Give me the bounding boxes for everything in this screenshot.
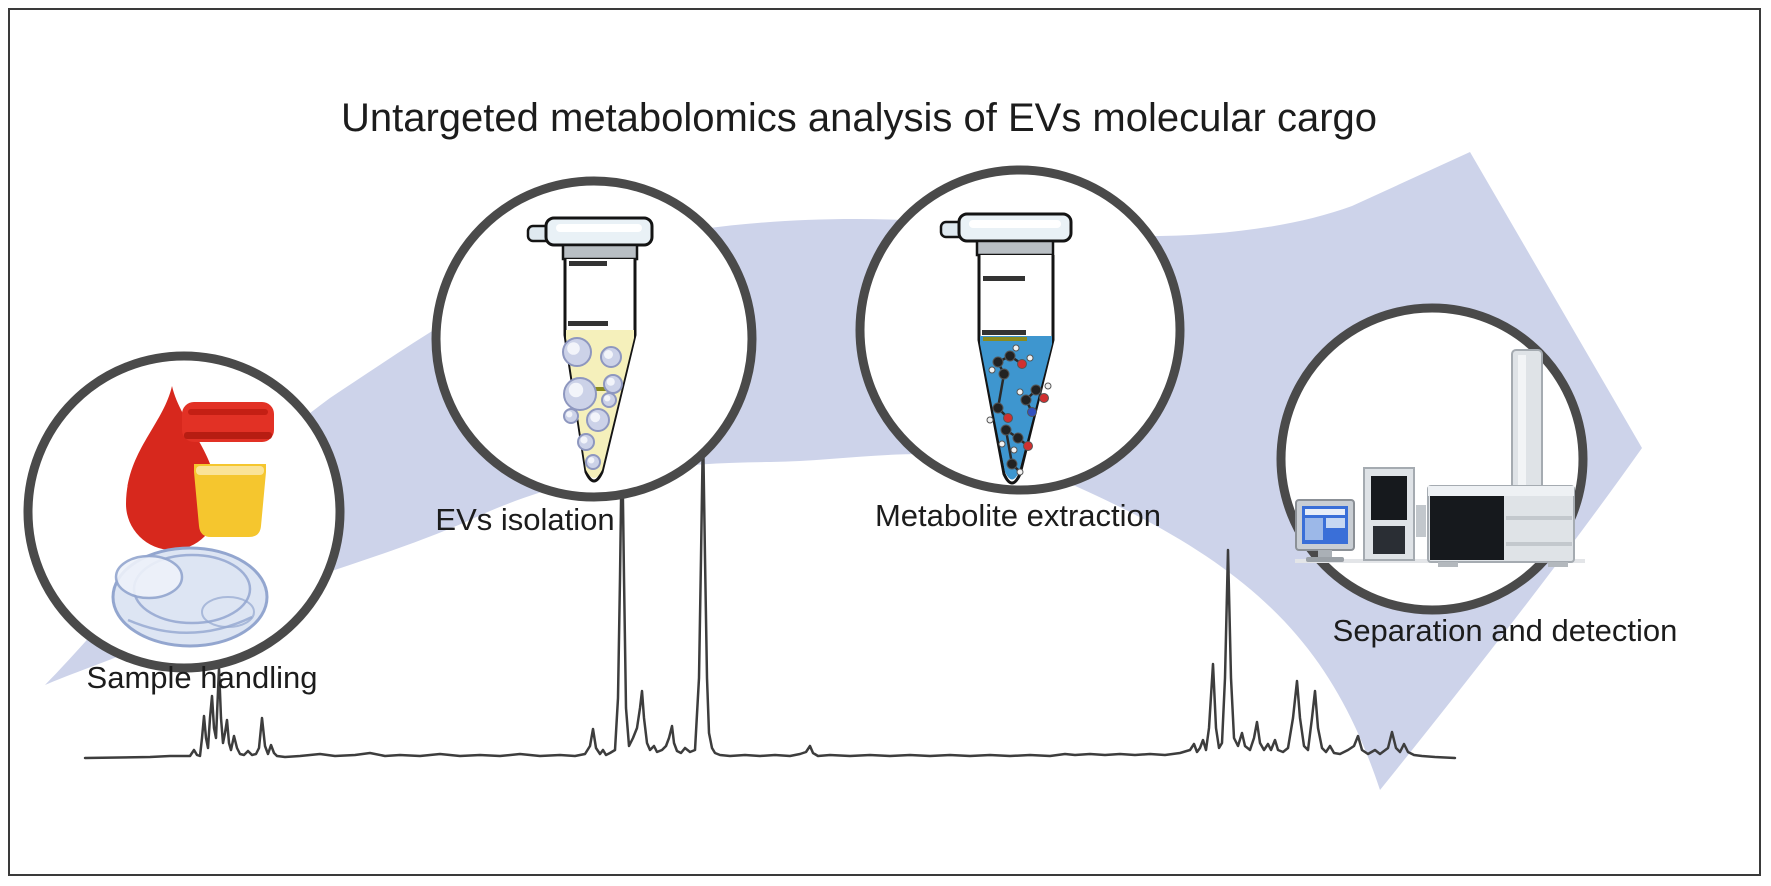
vesicle-highlight [604, 395, 611, 402]
metabolite-tube-graphic [939, 212, 1073, 485]
molecule-atom [1010, 446, 1018, 454]
ev-vesicles [562, 337, 623, 470]
tube-blue-liquid [980, 336, 1052, 480]
label-sample-handling: Sample handling [86, 660, 318, 695]
vesicle-highlight [606, 377, 615, 386]
evs-tube-graphic [526, 216, 654, 483]
molecule-bond [996, 373, 1006, 409]
tube-mark [568, 321, 608, 326]
computer-monitor-icon [1295, 499, 1355, 562]
molecule-atom [1017, 359, 1027, 369]
molecule-atom [992, 402, 1004, 414]
molecule-atom [986, 416, 994, 424]
molecule-atom [992, 356, 1004, 368]
tube-collar [561, 243, 639, 261]
tube-mark [983, 276, 1025, 281]
figure-title: Untargeted metabolomics analysis of EVs … [340, 96, 1378, 140]
label-evs-isolation: EVs isolation [435, 502, 615, 537]
blood-drop-icon [126, 386, 218, 550]
molecule-atom [1039, 393, 1049, 403]
tube-mark [569, 261, 607, 266]
vesicle-highlight [590, 412, 601, 423]
molecule-atom [1026, 354, 1034, 362]
column-icon [1511, 349, 1543, 493]
molecule-atom [1020, 394, 1032, 406]
molecule-atom [1012, 432, 1024, 444]
molecule-atom [1003, 413, 1013, 423]
mass-spectrometer-icon [1427, 349, 1575, 567]
vesicle-highlight [568, 382, 584, 398]
specimen-container-icon [182, 402, 274, 537]
tube-collar [975, 239, 1055, 257]
vesicle-highlight [566, 411, 573, 418]
molecule-atom [1027, 407, 1037, 417]
molecule-atom [1012, 344, 1020, 352]
molecule-atom [1023, 441, 1033, 451]
molecule-atom [1030, 384, 1042, 396]
sample-handling-graphic [111, 386, 274, 648]
chromatogram-trace [83, 426, 1457, 760]
tube-mark [982, 330, 1026, 335]
label-metabolite-extraction: Metabolite extraction [874, 498, 1162, 533]
workflow-arrow [45, 152, 1642, 790]
molecule-atom [1004, 350, 1016, 362]
metabolite-molecules [986, 344, 1052, 476]
molecule-atom [1000, 424, 1012, 436]
molecule-atom [1006, 458, 1018, 470]
lcms-instrument-graphic [1295, 349, 1585, 567]
autosampler-icon [1363, 467, 1426, 561]
molecule-bond [1004, 429, 1014, 465]
molecule-atom [988, 366, 996, 374]
tube-mark-olive [983, 337, 1027, 341]
vesicle-highlight [604, 350, 613, 359]
vesicle-highlight [580, 436, 588, 444]
molecule-atom [1016, 388, 1024, 396]
vesicle-highlight [567, 342, 580, 355]
molecule-atom [998, 440, 1006, 448]
molecule-atom [1044, 382, 1052, 390]
petri-dish-icon [111, 546, 269, 648]
label-separation-detection: Separation and detection [1332, 613, 1678, 648]
molecule-atom [1016, 468, 1024, 476]
vesicle-highlight [588, 457, 595, 464]
molecule-atom [998, 368, 1010, 380]
